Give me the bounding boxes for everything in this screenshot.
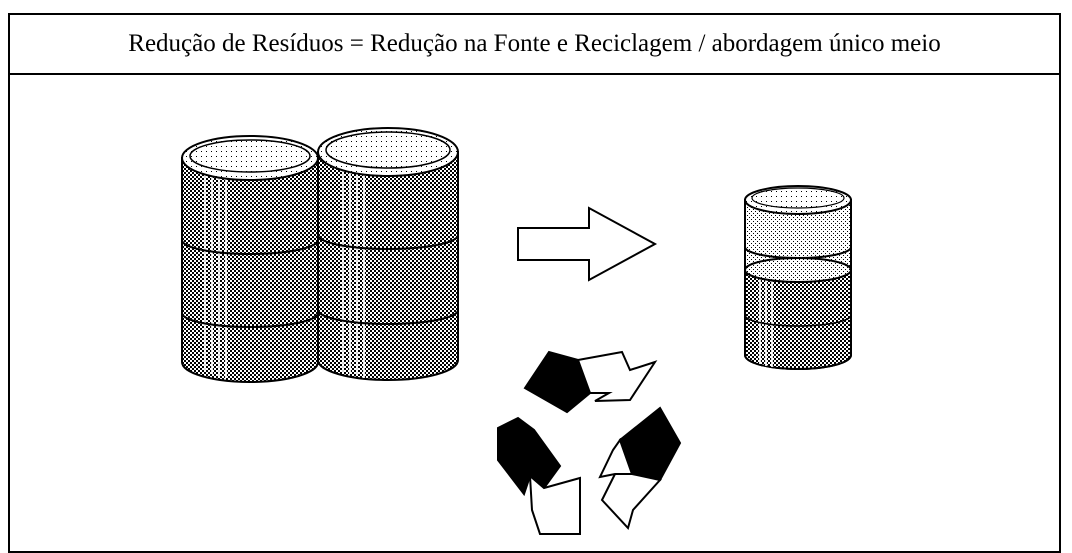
small-drum-icon <box>744 185 852 370</box>
drum-icon-left <box>181 135 319 383</box>
drum-icon-right <box>317 127 459 381</box>
title-bar: Redução de Resíduos = Redução na Fonte e… <box>8 13 1061 75</box>
recycle-icon <box>497 350 682 535</box>
right-arrow-icon <box>517 206 658 282</box>
diagram-title: Redução de Resíduos = Redução na Fonte e… <box>128 30 941 57</box>
